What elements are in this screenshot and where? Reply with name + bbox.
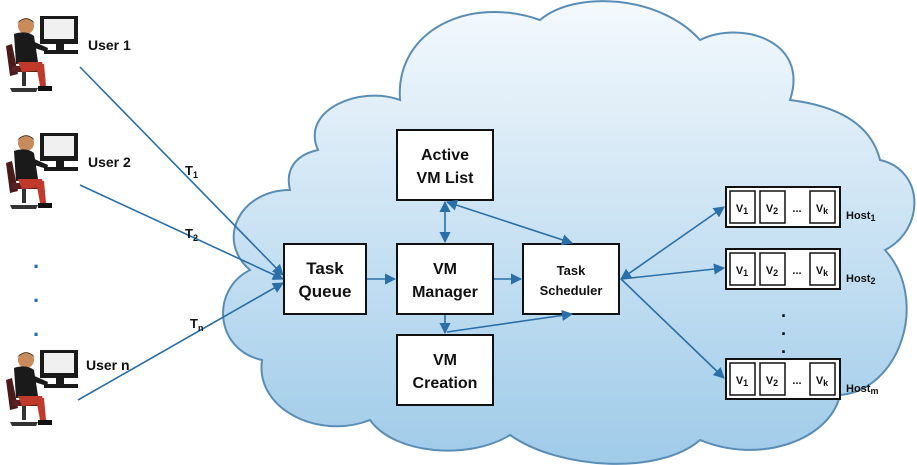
user-ellipsis-dot-1: .: [33, 248, 39, 273]
host-m-vm-1: [729, 362, 756, 396]
user-1-task-arrow: [79, 66, 284, 276]
svg-text:V1: V1: [736, 265, 748, 278]
vm-creation-label-line1: VM: [433, 352, 457, 369]
task-queue-label-line1: Task: [306, 259, 344, 278]
svg-text:Vk: Vk: [816, 203, 829, 216]
user-2-task-arrow: [79, 184, 285, 280]
svg-text:V2: V2: [766, 265, 778, 278]
task-scheduler-label-line1: Task: [557, 263, 586, 278]
svg-text:...: ...: [792, 375, 801, 387]
active-vm-list-label-line1: Active: [421, 147, 469, 164]
host-m-label: Hostm: [846, 383, 878, 396]
host-1: V1 V2 ... Vk Host1: [725, 186, 875, 228]
vm-creation-label-line2: Creation: [413, 375, 478, 392]
vm-manager-box: [396, 243, 494, 315]
task-queue-label-line2: Queue: [299, 282, 352, 301]
svg-text:...: ...: [792, 265, 801, 277]
vm-manager-label-line1: VM: [433, 261, 457, 278]
active-vm-list-label-line2: VM List: [417, 170, 475, 187]
host-ellipsis-dot-3: .: [781, 337, 786, 357]
active-vm-list-box: [396, 129, 494, 201]
task-queue-box: [283, 243, 367, 315]
host-m: V1 V2 ... Vk Hostm: [725, 358, 878, 400]
task-t2-label: T2: [185, 226, 198, 243]
user-2-computer-icon: [6, 133, 78, 209]
task-tn-label: Tn: [190, 316, 203, 333]
user-n-label: User n: [86, 357, 130, 373]
vm-manager-label-line2: Manager: [412, 284, 478, 301]
svg-text:...: ...: [792, 203, 801, 215]
host-ellipsis-dot-2: .: [781, 319, 786, 339]
scheduler-host-1-arrow: [620, 206, 725, 280]
host-2-label: Host2: [846, 273, 875, 286]
task-scheduler-box: [522, 243, 620, 315]
creation-to-scheduler-arrow: [446, 309, 574, 333]
user-1-computer-icon: [6, 16, 78, 92]
host-2-vm-k: [809, 252, 836, 286]
task-scheduler-label-line2: Scheduler: [540, 283, 603, 298]
user-ellipsis-dot-2: .: [33, 282, 39, 307]
user-ellipsis-dot-3: .: [33, 316, 39, 341]
svg-text:V1: V1: [736, 203, 748, 216]
host-1-vm-2: [759, 190, 786, 224]
vm-creation-box: [396, 334, 494, 406]
svg-text:Vk: Vk: [816, 375, 829, 388]
task-t1-label: T1: [185, 163, 198, 180]
host-1-vm-k: [809, 190, 836, 224]
host-2-vm-2: [759, 252, 786, 286]
scheduler-host-m-arrow: [620, 278, 725, 379]
host-1-vm-1: [729, 190, 756, 224]
svg-text:V2: V2: [766, 203, 778, 216]
svg-text:V1: V1: [736, 375, 748, 388]
host-m-vm-k: [809, 362, 836, 396]
host-m-vm-2: [759, 362, 786, 396]
host-2: V1 V2 ... Vk Host2: [725, 248, 875, 290]
host-1-label: Host1: [846, 210, 875, 223]
user-1-label: User 1: [88, 37, 131, 53]
user-2-label: User 2: [88, 154, 131, 170]
svg-text:V2: V2: [766, 375, 778, 388]
user-n-computer-icon: [6, 350, 78, 426]
host-ellipsis-dot-1: .: [781, 301, 786, 321]
scheduler-host-2-arrow: [620, 263, 726, 280]
svg-text:Vk: Vk: [816, 265, 829, 278]
host-2-vm-1: [729, 252, 756, 286]
list-scheduler-arrow: [445, 199, 574, 246]
user-n-task-arrow: [77, 282, 284, 401]
